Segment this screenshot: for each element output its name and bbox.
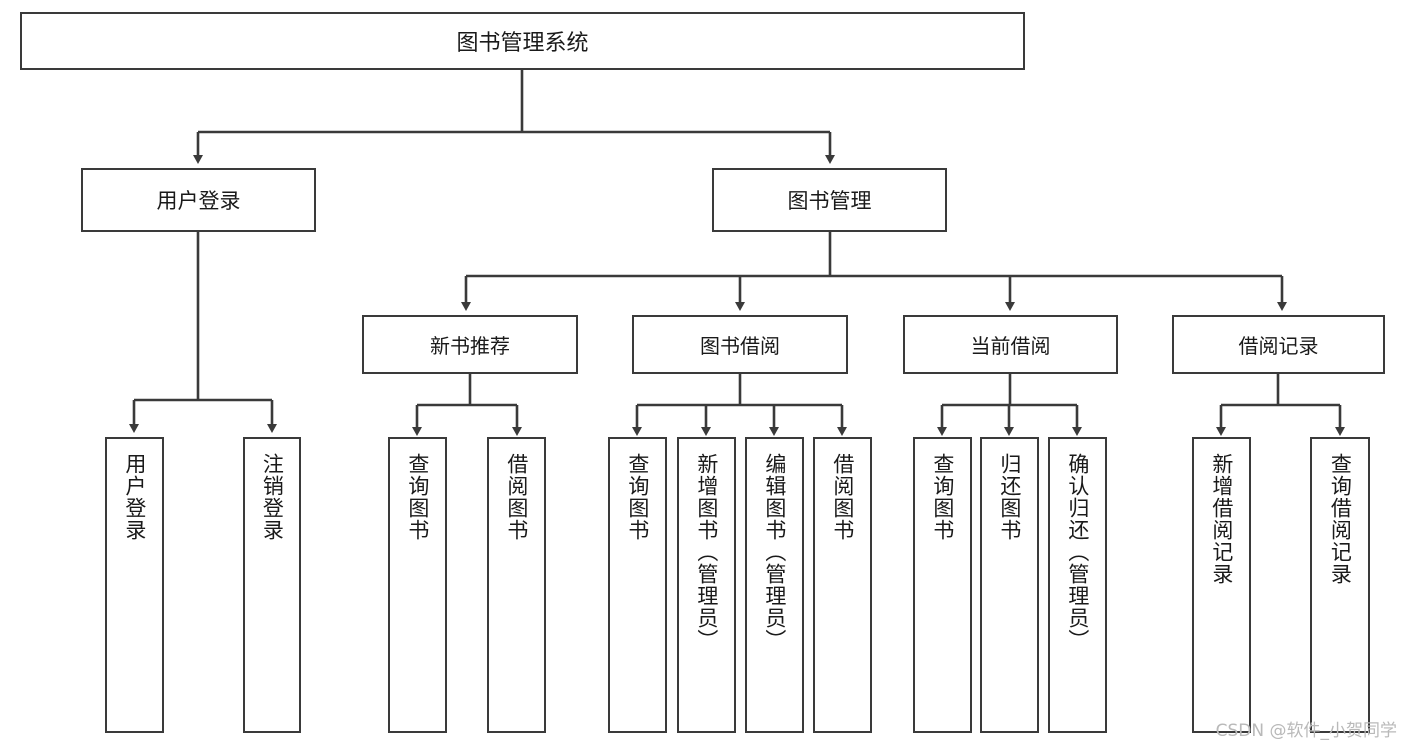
watermark: CSDN @软件_小贺同学 bbox=[1215, 721, 1397, 741]
node-user-login[interactable]: 用户登录 bbox=[81, 168, 316, 232]
node-label: 查询图书 bbox=[930, 453, 955, 541]
node-leaf-query-borrow-record[interactable]: 查询借阅记录 bbox=[1310, 437, 1370, 733]
node-leaf-user-login[interactable]: 用户登录 bbox=[105, 437, 164, 733]
node-book-management[interactable]: 图书管理 bbox=[712, 168, 947, 232]
node-leaf-logout[interactable]: 注销登录 bbox=[243, 437, 301, 733]
node-label: 图书管理系统 bbox=[456, 31, 589, 56]
node-label: 新书推荐 bbox=[430, 334, 510, 358]
node-book-borrow[interactable]: 图书借阅 bbox=[632, 315, 848, 374]
node-label: 用户登录 bbox=[122, 453, 147, 541]
node-leaf-add-book-admin[interactable]: 新增图书（管理员） bbox=[677, 437, 736, 733]
node-leaf-borrow-book-recommend[interactable]: 借阅图书 bbox=[487, 437, 546, 733]
node-leaf-query-book-borrow[interactable]: 查询图书 bbox=[608, 437, 667, 733]
node-label: 查询借阅记录 bbox=[1328, 453, 1353, 585]
node-label: 编辑图书（管理员） bbox=[762, 453, 787, 651]
node-label: 注销登录 bbox=[260, 453, 285, 541]
node-book-management-system[interactable]: 图书管理系统 bbox=[20, 12, 1025, 70]
node-leaf-add-borrow-record[interactable]: 新增借阅记录 bbox=[1192, 437, 1251, 733]
node-label: 查询图书 bbox=[405, 453, 430, 541]
node-label: 确认归还（管理员） bbox=[1065, 453, 1090, 651]
node-leaf-confirm-return-admin[interactable]: 确认归还（管理员） bbox=[1048, 437, 1107, 733]
node-leaf-borrow-book[interactable]: 借阅图书 bbox=[813, 437, 872, 733]
node-label: 借阅图书 bbox=[830, 453, 855, 541]
node-leaf-return-book[interactable]: 归还图书 bbox=[980, 437, 1039, 733]
node-label: 归还图书 bbox=[997, 453, 1022, 541]
node-leaf-query-book-current[interactable]: 查询图书 bbox=[913, 437, 972, 733]
node-new-book-recommend[interactable]: 新书推荐 bbox=[362, 315, 578, 374]
node-label: 查询图书 bbox=[625, 453, 650, 541]
node-label: 当前借阅 bbox=[970, 334, 1051, 358]
node-label: 新增借阅记录 bbox=[1209, 453, 1234, 585]
node-label: 图书管理 bbox=[787, 189, 872, 213]
node-label: 新增图书（管理员） bbox=[694, 453, 719, 651]
node-leaf-query-book-recommend[interactable]: 查询图书 bbox=[388, 437, 447, 733]
node-current-borrow[interactable]: 当前借阅 bbox=[903, 315, 1118, 374]
node-leaf-edit-book-admin[interactable]: 编辑图书（管理员） bbox=[745, 437, 804, 733]
node-label: 借阅图书 bbox=[504, 453, 529, 541]
node-label: 借阅记录 bbox=[1238, 334, 1319, 358]
node-label: 图书借阅 bbox=[700, 334, 780, 358]
node-borrow-record[interactable]: 借阅记录 bbox=[1172, 315, 1385, 374]
node-label: 用户登录 bbox=[156, 189, 241, 213]
